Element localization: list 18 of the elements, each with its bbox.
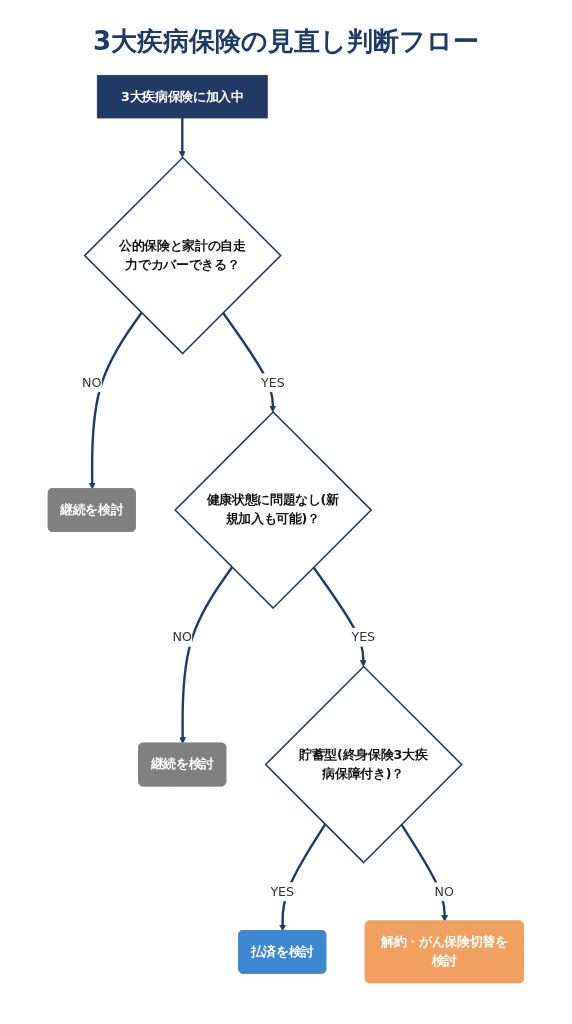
edge-label: YES [351, 629, 376, 645]
arrow [179, 566, 234, 744]
arrow [222, 312, 277, 413]
arrow [88, 312, 143, 490]
node-diamond: 健康状態に問題なし(新規加入も可能)？ [174, 410, 373, 610]
arrow [179, 118, 186, 158]
arrow [400, 823, 449, 922]
edge-label: YES [261, 374, 285, 390]
node-box: 3大疾病保険に加入中 [97, 74, 268, 119]
edge-label: NO [434, 883, 455, 899]
arrow [312, 566, 367, 667]
diagram-title: 3大疾病保険の見直し判断フロー [91, 25, 481, 58]
edge-label: NO [82, 374, 102, 390]
node-diamond: 公的保険と家計の自走力でカバーできる？ [83, 156, 282, 355]
arrow [279, 823, 327, 932]
edge-label: YES [270, 883, 295, 899]
node-diamond: 貯蓄型(終身保険3大疾病保障付き)？ [264, 665, 463, 864]
edge-label: NO [172, 629, 193, 645]
